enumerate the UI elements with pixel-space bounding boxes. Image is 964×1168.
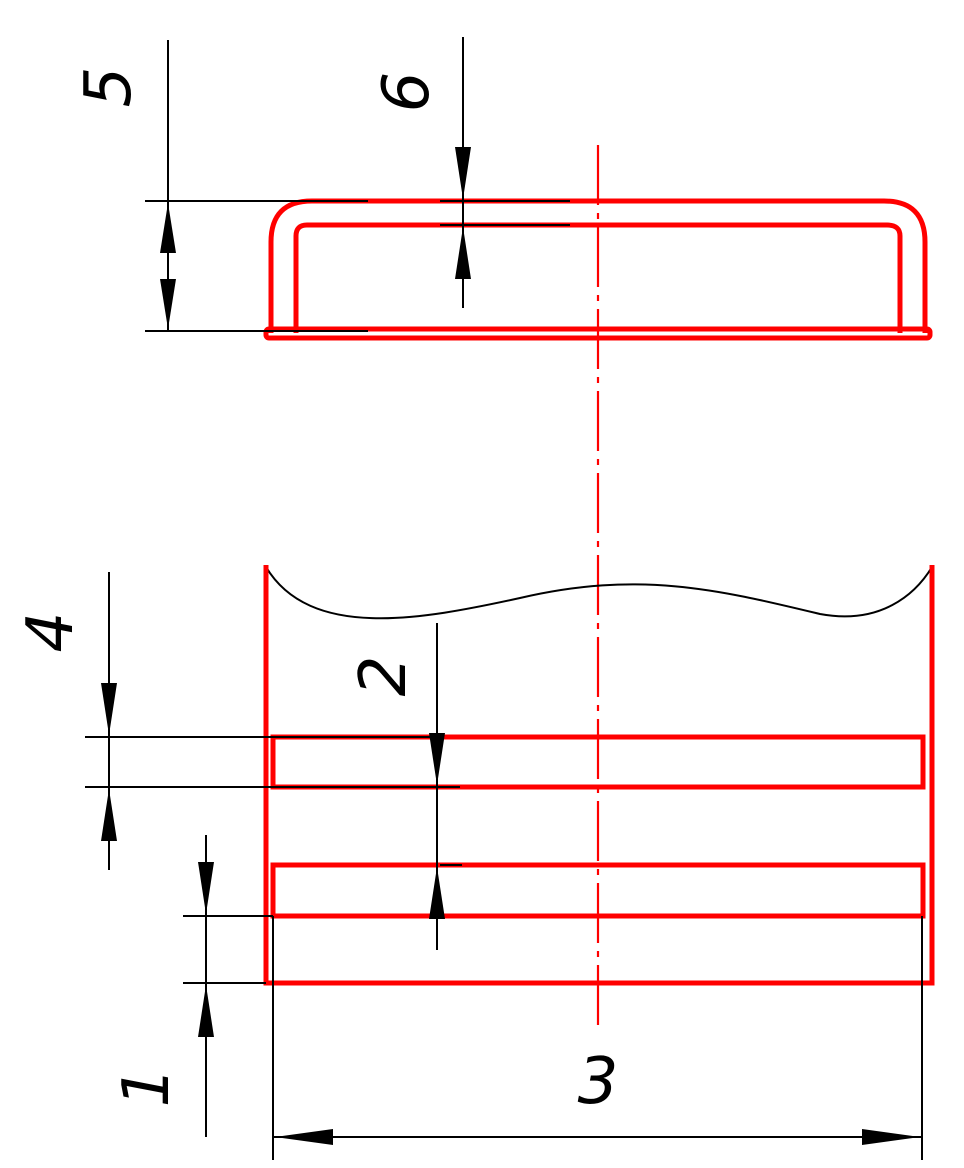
dimension-4-label: 4 [14,612,88,653]
dimension-3-label: 3 [578,1045,619,1119]
cap-outer-contour [268,198,928,333]
dimension-6: 6 [370,37,570,308]
arrow-head [101,683,117,735]
dimension-2: 2 [347,623,462,950]
dimension-5: 5 [72,40,368,332]
arrow-head [275,1129,333,1145]
cap-flange [263,326,933,341]
arrow-head [198,862,214,914]
groove-lower [270,862,926,919]
body-view [263,565,935,986]
dimension-5-label: 5 [72,67,146,108]
dimension-3: 3 [272,916,923,1160]
dimension-1: 1 [110,835,273,1137]
arrow-head [862,1129,920,1145]
dimension-1-label: 1 [110,1067,184,1108]
break-line [265,566,933,620]
cap-profile [263,198,933,341]
arrow-head [455,227,471,279]
arrow-head [429,867,445,919]
arrow-head [160,279,176,329]
arrow-head [160,203,176,253]
groove-upper [270,734,926,790]
dimension-6-label: 6 [370,72,444,113]
arrow-head [429,733,445,785]
arrow-head [198,985,214,1037]
body-outline [263,565,935,986]
arrow-head [101,789,117,841]
dimension-4: 4 [14,572,460,870]
dimension-2-label: 2 [347,656,421,697]
cap-inner-contour [293,222,903,333]
arrow-head [455,147,471,199]
